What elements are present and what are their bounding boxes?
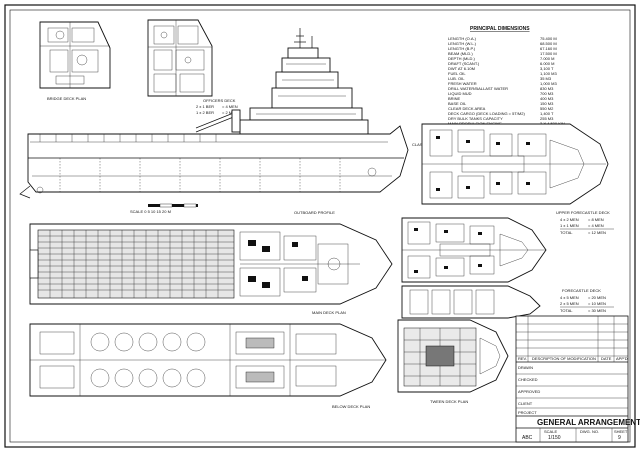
dim-row-label: FRESH WATER <box>448 81 477 86</box>
dim-row-value: 7.000 M <box>540 56 554 61</box>
drawing-title: GENERAL ARRANGEMENT <box>537 418 640 427</box>
fc-total-count: = 30 MEN <box>588 308 606 313</box>
dim-row-value: 68.500 M <box>540 41 557 46</box>
forecastle-deck-plan <box>401 217 547 319</box>
fc-row-2-label: 2 x 5 MEN <box>560 301 579 306</box>
dim-row-value: 67.160 M <box>540 46 557 51</box>
dim-row-label: MAIN PROPULSION ENGINE <box>448 121 502 126</box>
tb-approved-label: APPROVED <box>518 389 540 394</box>
dim-row-label: DRILL WATER/BALLAST WATER <box>448 86 508 91</box>
below-deck-label: BELOW DECK PLAN <box>332 404 370 409</box>
dim-row-label: BEAM (MLD.) <box>448 51 473 56</box>
officers-row-2-count: = 2 MEN <box>222 110 238 115</box>
officers-row-1-count: = 4 MEN <box>222 104 238 109</box>
tb-scale-label: SCALE <box>544 429 557 434</box>
tb-client-value: ABC <box>522 435 533 441</box>
dim-row-label: BRINE <box>448 96 461 101</box>
dim-row-label: LUB. OIL <box>448 76 465 81</box>
outboard-profile: SCALE 0 5 10 15 20 M OUTBOARD PROFILE <box>19 28 409 215</box>
below-deck-tanks <box>90 332 206 388</box>
officers-deck-label: OFFICERS DECK <box>203 98 236 103</box>
tb-scale-value: 1/150 <box>548 435 561 441</box>
main-deck-cargo-area <box>37 229 235 299</box>
tb-dwg-label: DWG. NO. <box>580 429 599 434</box>
dim-row-value: 3,100 T <box>540 66 554 71</box>
dim-row-label: BASE OIL <box>448 101 467 106</box>
tb-project-label: PROJECT <box>518 410 537 415</box>
main-deck-label: MAIN DECK PLAN <box>312 310 346 315</box>
uf-row-1-count: = 8 MEN <box>588 217 604 222</box>
upper-forecastle-label: UPPER FORECASTLE DECK <box>556 210 610 215</box>
uf-total-label: TOTAL <box>560 230 573 235</box>
bridge-deck-label: BRIDGE DECK PLAN <box>47 96 86 101</box>
dim-row-value: 150 M3 <box>540 101 554 106</box>
officers-deck-plan-right <box>421 123 609 205</box>
forecastle-tally: FORECASTLE DECK 4 x 5 MEN = 20 MEN 2 x 5… <box>560 288 614 313</box>
upper-forecastle-tally: UPPER FORECASTLE DECK 4 x 2 MEN = 8 MEN … <box>556 210 614 235</box>
dim-row-label: FUEL OIL <box>448 71 466 76</box>
dim-row-value: 17.500 M <box>540 51 557 56</box>
tween-deck-plan: TWEEN DECK PLAN <box>397 319 509 404</box>
dim-row-value: 550 M2 <box>540 106 554 111</box>
dim-row-label: DECK CARGO (DECK LOADING = 5T/M2) <box>448 111 525 116</box>
dim-row-value: 6.000 M <box>540 61 554 66</box>
dim-row-value: 35 M3 <box>540 76 552 81</box>
fc-total-label: TOTAL <box>560 308 573 313</box>
dim-row-value: 1,100 M3 <box>540 71 557 76</box>
tb-checked-label: CHECKED <box>518 377 538 382</box>
dim-row-label: DRY BULK TANKS CAPACITY <box>448 116 503 121</box>
tb-client-label: CLIENT <box>518 401 533 406</box>
dim-row-label: LENGTH (W.L.) <box>448 41 477 46</box>
dim-row-value: 1,000 M3 <box>540 81 557 86</box>
tb-sheet-label: SHEET <box>614 429 628 434</box>
tb-date-header: DATE <box>601 356 612 361</box>
dim-row-value: 700 M3 <box>540 91 554 96</box>
dim-row-label: DWT AT 6.10M <box>448 66 475 71</box>
forecastle-label: FORECASTLE DECK <box>562 288 601 293</box>
below-deck-plan: BELOW DECK PLAN <box>29 323 387 409</box>
officers-deck-plan-top <box>147 19 213 97</box>
officers-deck-tally: OFFICERS DECK 2 x 1 BER = 4 MEN 1 x 2 BE… <box>196 98 238 115</box>
officers-row-1-label: 2 x 1 BER <box>196 104 214 109</box>
main-deck-plan: MAIN DECK PLAN <box>29 223 393 315</box>
dim-row-label: DRAFT (SCANT.) <box>448 61 480 66</box>
fc-row-1-count: = 20 MEN <box>588 295 606 300</box>
tb-sheet-value: 9 <box>618 435 621 441</box>
outboard-profile-label: OUTBOARD PROFILE <box>294 210 335 215</box>
dim-row-value: 75.400 M <box>540 36 557 41</box>
dim-row-label: LENGTH (B.P.) <box>448 46 476 51</box>
tb-appd-header: APP'D <box>616 356 628 361</box>
dim-row-value: 830 M3 <box>540 86 554 91</box>
dim-row-label: DEPTH (MLD.) <box>448 56 476 61</box>
dim-row-value: 2 X 4,500 KW <box>540 121 565 126</box>
fc-row-1-label: 4 x 5 MEN <box>560 295 579 300</box>
dim-row-value: 400 M3 <box>540 96 554 101</box>
tb-rev-header: REV. <box>518 356 527 361</box>
scale-bar-label: SCALE 0 5 10 15 20 M <box>130 209 171 214</box>
title-block: REV. DESCRIPTION OF MODIFICATION DATE AP… <box>515 315 640 443</box>
uf-total-count: = 12 MEN <box>588 230 606 235</box>
dim-row-value: 1,400 T <box>540 111 554 116</box>
tb-desc-header: DESCRIPTION OF MODIFICATION <box>532 356 596 361</box>
dim-row-label: LENGTH (O.A.) <box>448 36 477 41</box>
dim-row-label: CLEAR DECK AREA <box>448 106 486 111</box>
dimensions-title: PRINCIPAL DIMENSIONS <box>470 26 530 32</box>
bridge-deck-plan: BRIDGE DECK PLAN <box>39 21 111 101</box>
dim-row-label: LIQUID MUD <box>448 91 472 96</box>
fc-row-2-count: = 10 MEN <box>588 301 606 306</box>
dim-row-value: 255 M3 <box>540 116 554 121</box>
tb-drawn-label: DRAWN <box>518 365 533 370</box>
uf-row-2-count: = 4 MEN <box>588 223 604 228</box>
uf-row-2-label: 1 x 1 MEN <box>560 223 579 228</box>
uf-row-1-label: 4 x 2 MEN <box>560 217 579 222</box>
tween-deck-label: TWEEN DECK PLAN <box>430 399 468 404</box>
officers-row-2-label: 1 x 2 BER <box>196 110 214 115</box>
